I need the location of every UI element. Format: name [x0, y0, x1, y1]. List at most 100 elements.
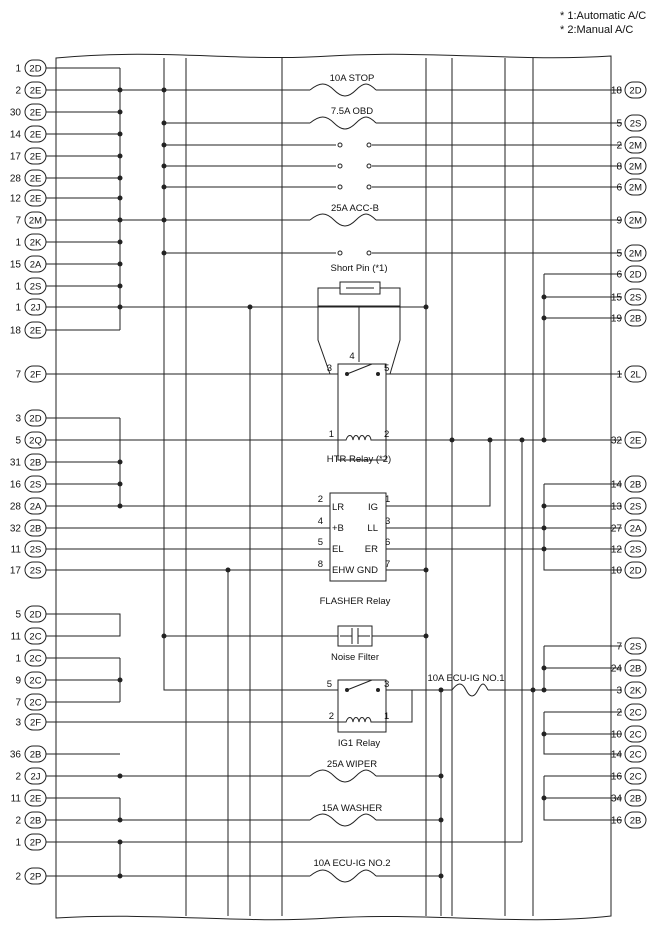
connector-badge — [624, 244, 647, 262]
pin-number: 2 — [15, 86, 21, 97]
connector-code: 2S — [630, 119, 642, 130]
connector-badge — [24, 649, 47, 667]
note-automatic-ac: * 1:Automatic A/C — [560, 10, 646, 22]
connector-badge — [624, 157, 647, 175]
pin-number: 8 — [616, 162, 622, 173]
connector-code: 2C — [29, 654, 41, 665]
connector-badge — [624, 81, 647, 99]
connector-badge — [624, 659, 647, 677]
pin-number: 3 — [15, 718, 21, 729]
left-terminal: 2F7 — [15, 365, 47, 383]
connector-badge — [624, 540, 647, 558]
pin-number: 14 — [10, 130, 22, 141]
pin-number: 11 — [11, 632, 22, 643]
svg-text:2: 2 — [329, 711, 334, 722]
pin-number: 7 — [616, 642, 622, 653]
pin-number: 32 — [10, 524, 22, 535]
fuse-symbols — [309, 83, 489, 883]
connector-code: 2M — [29, 216, 42, 227]
connector-badge — [24, 767, 47, 785]
right-terminal: 2D6 — [616, 265, 647, 283]
connector-badge — [624, 431, 647, 449]
pin-number: 1 — [15, 282, 21, 293]
pin-number: 14 — [611, 480, 623, 491]
connector-badge — [24, 745, 47, 763]
pin-number: 24 — [611, 664, 623, 675]
svg-text:EL: EL — [332, 544, 344, 555]
left-terminal: 2D1 — [15, 59, 47, 77]
fuse-obd-label: 7.5A OBD — [331, 106, 373, 117]
connector-code: 2C — [29, 632, 41, 643]
connector-code: 2P — [30, 872, 42, 883]
connector-code: 2C — [629, 750, 641, 761]
noise-filter-label: Noise Filter — [331, 652, 379, 663]
connector-badge — [24, 147, 47, 165]
pin-number: 36 — [10, 750, 22, 761]
svg-text:5: 5 — [384, 363, 389, 374]
connector-code: 2C — [29, 698, 41, 709]
connector-badge — [24, 475, 47, 493]
pin-number: 14 — [611, 750, 623, 761]
pin-number: 11 — [11, 794, 22, 805]
connector-code: 2L — [630, 370, 641, 381]
connector-badge — [24, 713, 47, 731]
connector-code: 2C — [629, 730, 641, 741]
connector-code: 2S — [630, 502, 642, 513]
pin-number: 16 — [10, 480, 22, 491]
pin-number: 1 — [15, 654, 21, 665]
ig1-relay — [337, 679, 387, 733]
right-terminal: 2B 24 — [611, 659, 647, 677]
connector-badge — [24, 497, 47, 515]
svg-text:3: 3 — [327, 363, 332, 374]
right-terminal: 2M2 — [616, 136, 647, 154]
fuse-acc-b — [309, 213, 377, 227]
connector-badge — [24, 833, 47, 851]
svg-text:5: 5 — [318, 537, 323, 548]
pin-number: 3 — [616, 686, 622, 697]
svg-text:1: 1 — [329, 429, 334, 440]
connector-code: 2A — [30, 502, 42, 513]
pin-number: 28 — [10, 502, 22, 513]
pin-number: 7 — [15, 216, 21, 227]
left-terminal: 2E 2 — [15, 81, 47, 99]
connector-badge — [24, 298, 47, 316]
pin-number: 9 — [15, 676, 21, 687]
connector-code: 2E — [30, 194, 42, 205]
connector-code: 2E — [30, 86, 42, 97]
connector-code: 2B — [30, 458, 42, 469]
left-terminals: 2D12E22E302E142E172E282E122M72K12A152S12… — [10, 59, 47, 885]
connector-code: 2C — [629, 708, 641, 719]
connector-badge — [24, 561, 47, 579]
connector-badge — [24, 321, 47, 339]
left-terminal: 2C 1 — [15, 649, 47, 667]
connector-code: 2J — [30, 303, 40, 314]
connector-badge — [24, 211, 47, 229]
connector-code: 2S — [30, 282, 42, 293]
connector-badge — [24, 789, 47, 807]
connector-badge — [24, 811, 47, 829]
bus-wires — [119, 58, 622, 916]
pin-number: 32 — [611, 436, 623, 447]
short-pin-label: Short Pin (*1) — [330, 263, 387, 274]
svg-text:ER: ER — [365, 544, 378, 555]
connector-code: 2B — [630, 794, 642, 805]
pin-number: 18 — [611, 86, 623, 97]
pin-number: 2 — [15, 772, 21, 783]
left-terminal: 2K1 — [15, 233, 47, 251]
connector-code: 2B — [630, 664, 642, 675]
pin-number: 5 — [15, 610, 21, 621]
pin-number: 6 — [616, 183, 622, 194]
pin-number: 30 — [10, 108, 22, 119]
right-terminal: 2L1 — [616, 365, 647, 383]
svg-text:IG: IG — [368, 502, 378, 513]
connector-badge — [624, 789, 647, 807]
connector-badge — [24, 540, 47, 558]
